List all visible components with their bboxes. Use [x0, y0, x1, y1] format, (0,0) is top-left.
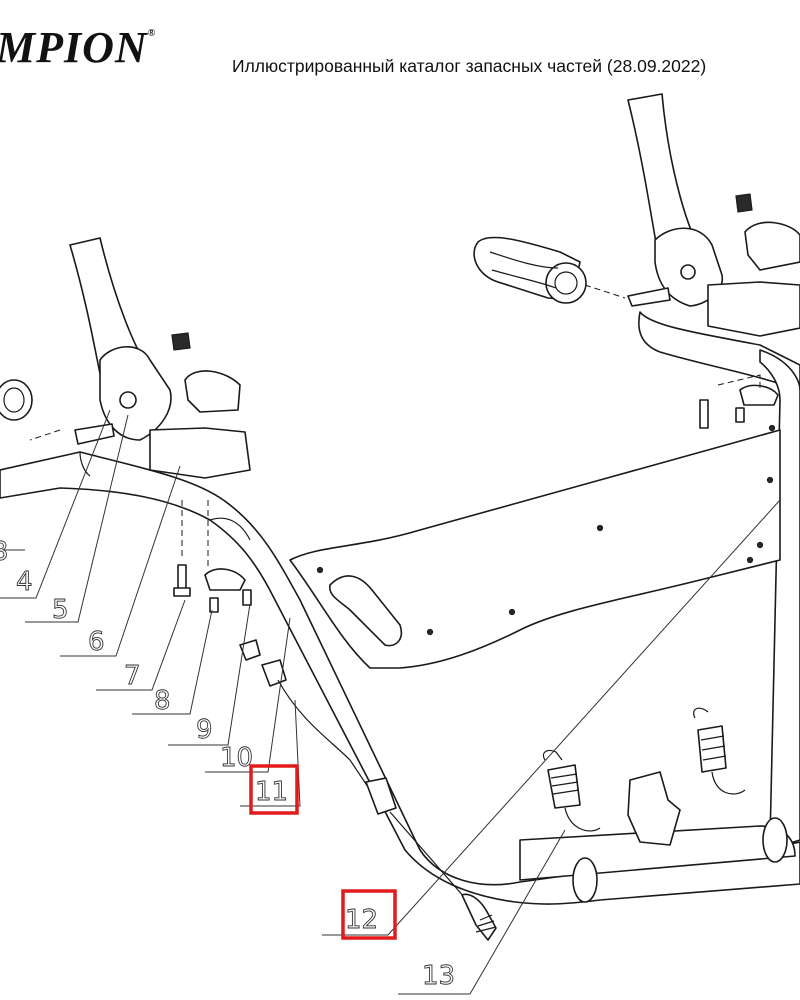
callout-6: 6 — [88, 627, 105, 657]
callout-13: 13 — [422, 961, 455, 991]
return-springs — [542, 707, 746, 846]
right-lever-assembly — [473, 93, 800, 337]
callout-3: 3 — [0, 537, 9, 567]
callout-7: 7 — [124, 661, 141, 691]
callout-10: 10 — [220, 743, 253, 773]
callout-11: 11 — [255, 777, 288, 807]
brand-logo-text: MPION — [0, 23, 148, 72]
handlebar-frame — [0, 311, 800, 905]
registered-mark: ® — [147, 28, 157, 39]
callout-8: 8 — [154, 686, 171, 716]
highlight-box-callout-12 — [341, 889, 397, 940]
left-lever-assembly — [0, 237, 251, 479]
callout-4: 4 — [16, 567, 33, 597]
fasteners — [173, 374, 779, 613]
callout-12: 12 — [345, 905, 378, 935]
callout-labels: 3 4 5 6 7 8 9 10 11 12 13 — [0, 537, 456, 992]
highlight-boxes — [249, 764, 397, 940]
brand-logo: MPION® — [0, 22, 156, 73]
callout-9: 9 — [196, 715, 213, 745]
highlight-box-callout-11 — [249, 764, 299, 815]
brake-cable — [239, 639, 497, 941]
callout-5: 5 — [52, 595, 69, 625]
side-panel-plate — [289, 424, 781, 669]
catalog-title: Иллюстрированный каталог запасных частей… — [232, 56, 707, 76]
